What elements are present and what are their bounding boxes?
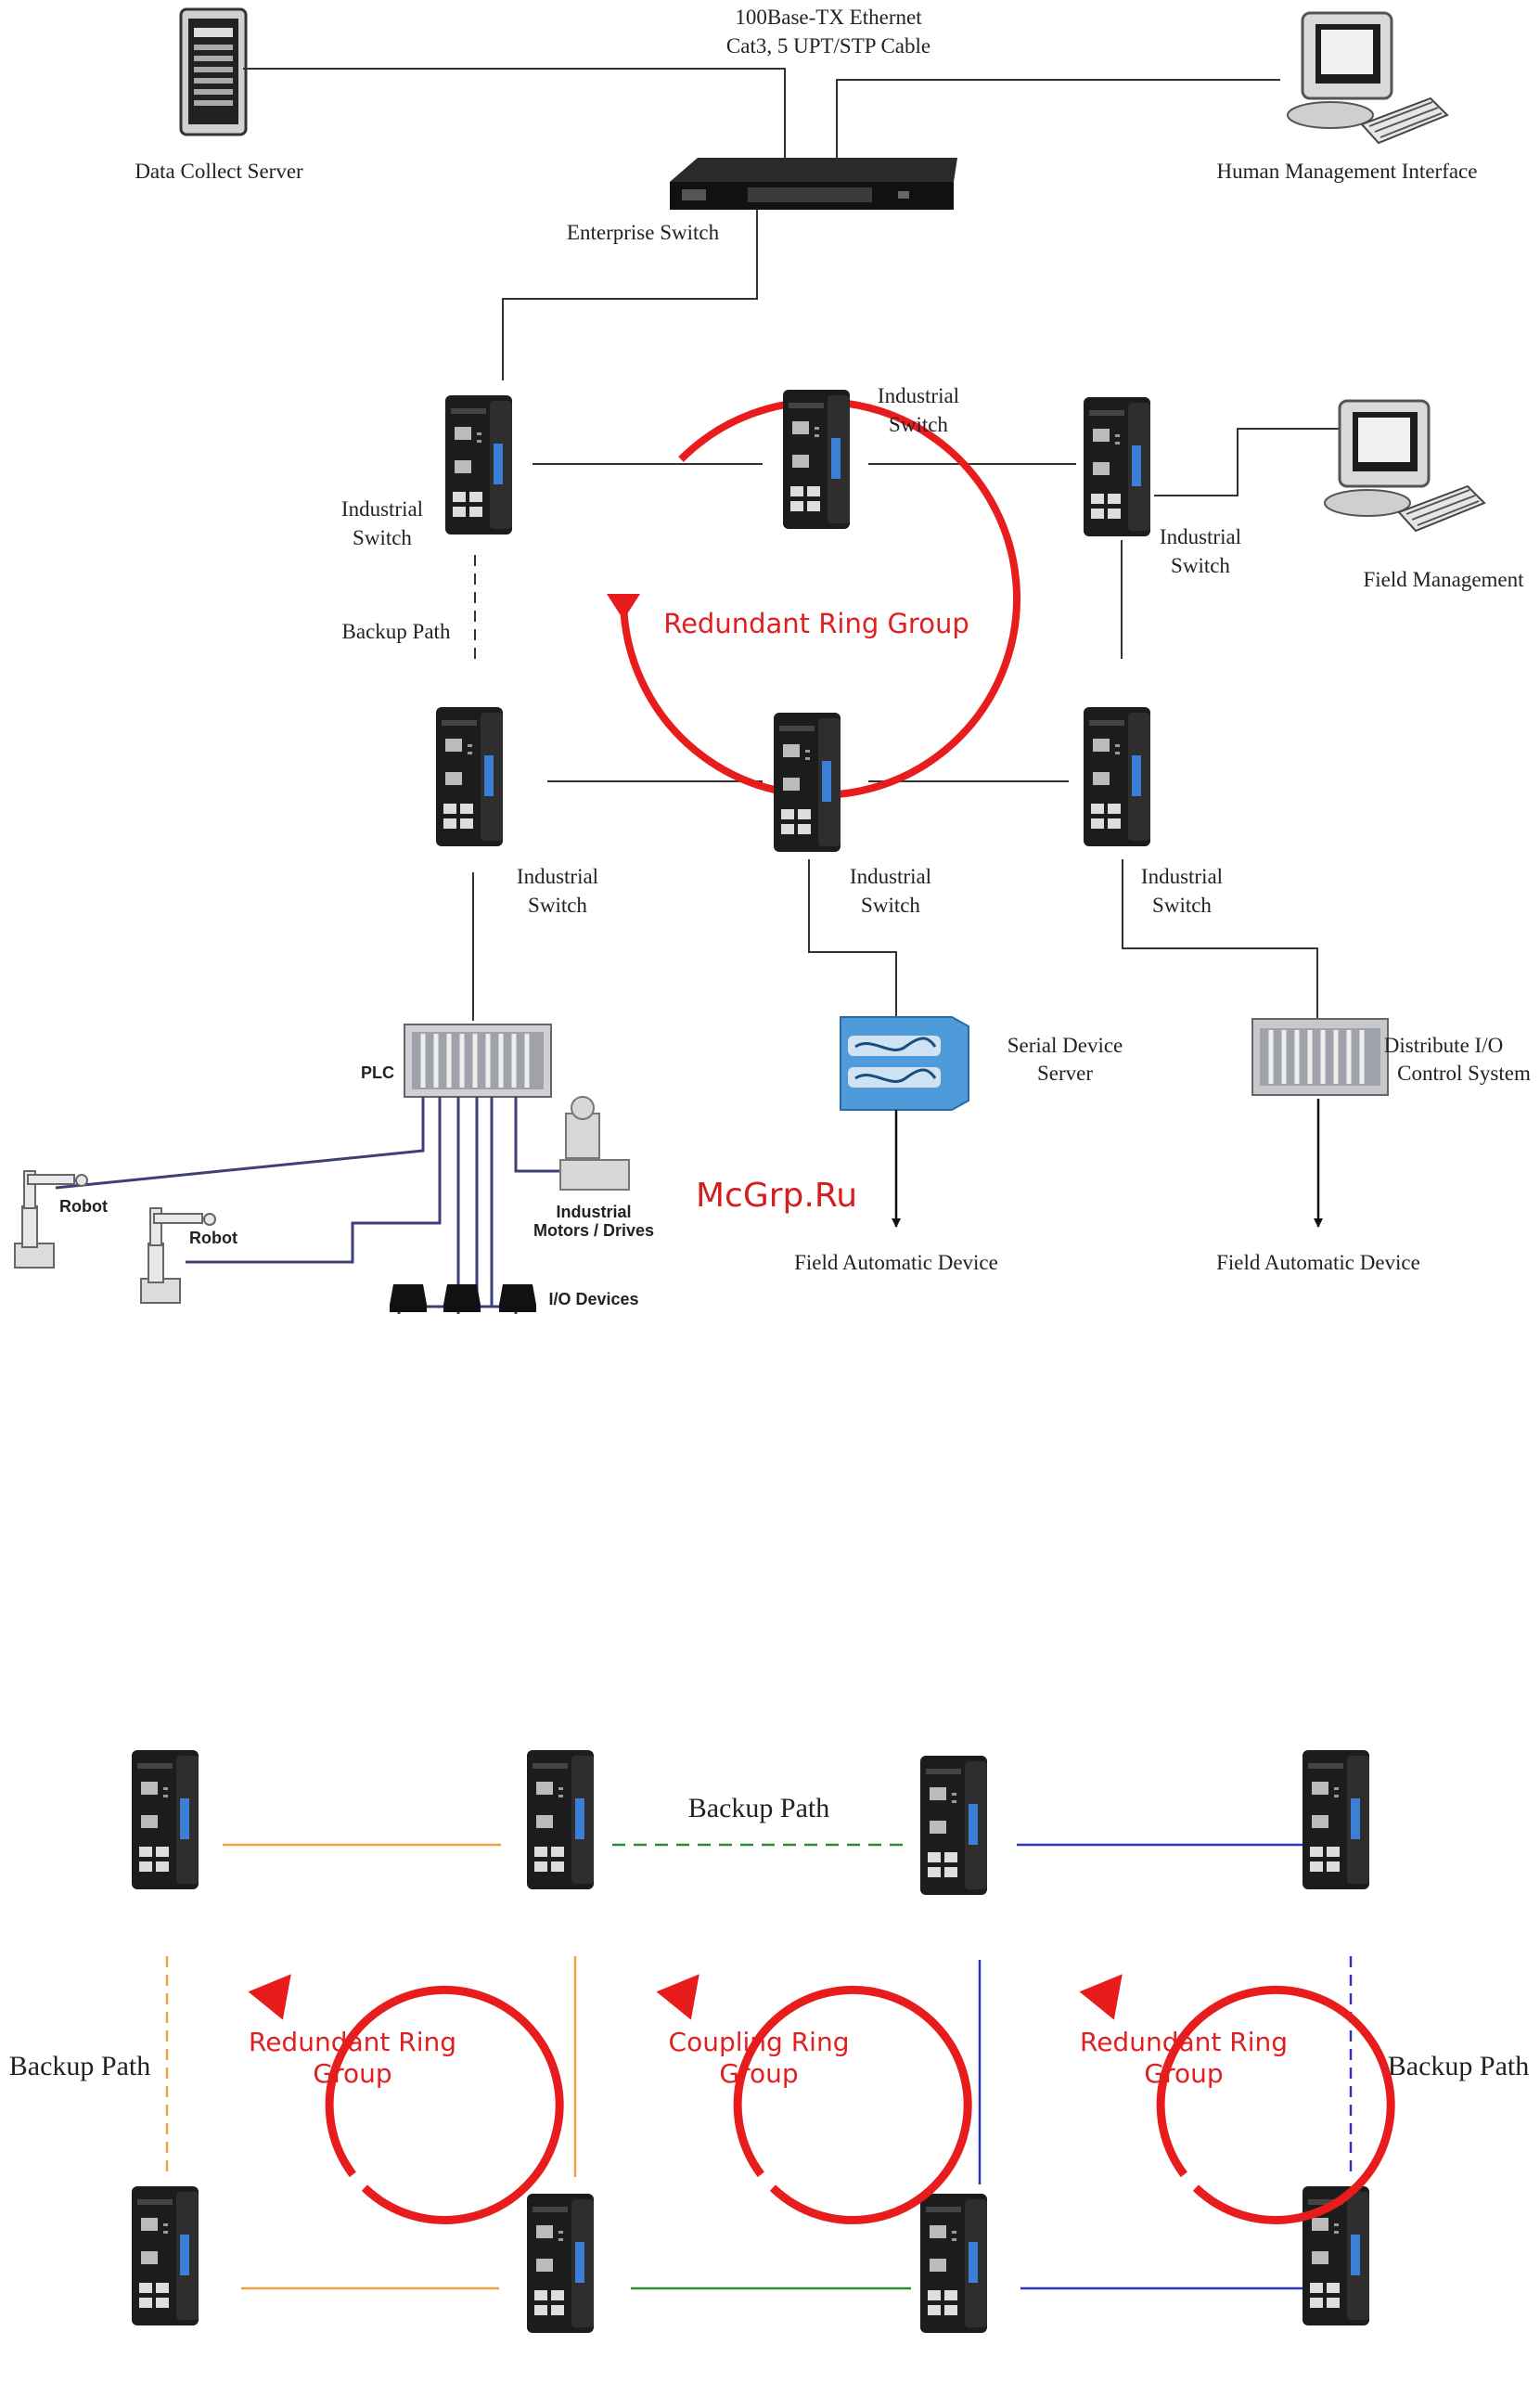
switch-label: Switch <box>528 894 587 917</box>
industrial-switch-icon <box>445 395 512 535</box>
switch-label: Industrial <box>878 384 959 407</box>
serial-server-link <box>808 859 897 1017</box>
serial-device-server-icon <box>840 1016 969 1111</box>
switch-label: Switch <box>861 894 920 917</box>
motors-label: Industrial <box>556 1203 631 1221</box>
industrial-switch-icon <box>132 1750 199 1889</box>
industrial-switch-icon <box>920 2194 987 2333</box>
serial-server-label: Server <box>1037 1062 1093 1085</box>
robot-icon <box>14 1170 88 1269</box>
robot-icon <box>140 1207 216 1304</box>
industrial-switch-icon <box>436 707 503 846</box>
robot-label: Robot <box>189 1229 237 1247</box>
hmi-computer-icon <box>1286 11 1449 145</box>
ring-label: Redundant Ring Group <box>663 608 969 639</box>
io-device-icon <box>390 1284 427 1312</box>
enterprise-switch-icon <box>670 158 957 210</box>
industrial-switch-icon <box>527 1750 594 1889</box>
redundant-ring-arrow <box>1079 1974 1395 2224</box>
switch-label: Industrial <box>1160 525 1241 548</box>
io-devices-label: I/O Devices <box>548 1290 638 1308</box>
distribute-io-link <box>1122 859 1318 1019</box>
ring-label: Group <box>719 2058 798 2089</box>
industrial-switch-icon <box>1303 1750 1369 1889</box>
backup-path-label: Backup Path <box>342 620 451 643</box>
cable-label-2: Cat3, 5 UPT/STP Cable <box>726 34 930 58</box>
field-management-label: Field Management <box>1363 568 1524 591</box>
backup-path-label: Backup Path <box>1388 2051 1529 2081</box>
switch-label: Switch <box>1152 894 1212 917</box>
switch-label: Industrial <box>850 865 931 888</box>
industrial-switch-icon <box>1084 707 1150 846</box>
field-device-label: Field Automatic Device <box>1216 1251 1420 1274</box>
ring-label: Coupling Ring <box>669 2027 850 2057</box>
ring-label: Group <box>1144 2058 1223 2089</box>
industrial-switch-icon <box>920 1756 987 1895</box>
distribute-io-label: Distribute I/O <box>1384 1034 1503 1057</box>
io-device-icon <box>499 1284 536 1312</box>
industrial-switch-icon <box>132 2186 199 2325</box>
backup-path-label: Backup Path <box>9 2051 150 2081</box>
plc-icon <box>404 1024 552 1098</box>
switch-label: Industrial <box>341 497 423 521</box>
plc-label: PLC <box>361 1063 394 1082</box>
motors-label: Motors / Drives <box>533 1221 654 1240</box>
data-collect-server-icon <box>179 7 248 136</box>
industrial-switch-icon <box>774 713 841 852</box>
field-device-label: Field Automatic Device <box>794 1251 998 1274</box>
distribute-io-label: Control System <box>1397 1062 1531 1085</box>
robot-label: Robot <box>59 1197 108 1216</box>
field-management-link <box>1154 428 1345 496</box>
switch-label: Industrial <box>517 865 598 888</box>
hmi-link <box>836 79 1280 158</box>
hmi-label: Human Management Interface <box>1217 160 1478 183</box>
field-management-computer-icon <box>1323 399 1486 533</box>
serial-server-label: Serial Device <box>1007 1034 1123 1057</box>
switch-label: Switch <box>889 413 948 436</box>
ring-label: Redundant Ring <box>1080 2027 1288 2057</box>
plc-cabling <box>55 1097 560 1314</box>
uplink <box>502 210 758 380</box>
industrial-switch-icon <box>783 390 850 529</box>
server-label: Data Collect Server <box>135 160 303 183</box>
enterprise-switch-label: Enterprise Switch <box>567 221 720 244</box>
motor-icon <box>559 1096 630 1191</box>
server-link <box>243 68 786 158</box>
industrial-switch-icon <box>527 2194 594 2333</box>
io-device-icon <box>443 1284 481 1312</box>
backup-path-label: Backup Path <box>688 1793 829 1823</box>
switch-label: Switch <box>1171 554 1230 577</box>
distribute-io-icon <box>1251 1018 1389 1096</box>
coupling-ring-arrow <box>656 1974 972 2224</box>
watermark-text: McGrp.Ru <box>696 1177 857 1215</box>
cable-label-1: 100Base-TX Ethernet <box>735 6 922 29</box>
ring-label: Group <box>313 2058 391 2089</box>
redundant-ring-arrow <box>248 1974 564 2224</box>
ring-label: Redundant Ring <box>249 2027 456 2057</box>
industrial-switch-icon <box>1084 397 1150 536</box>
switch-label: Industrial <box>1141 865 1223 888</box>
switch-label: Switch <box>353 526 412 549</box>
